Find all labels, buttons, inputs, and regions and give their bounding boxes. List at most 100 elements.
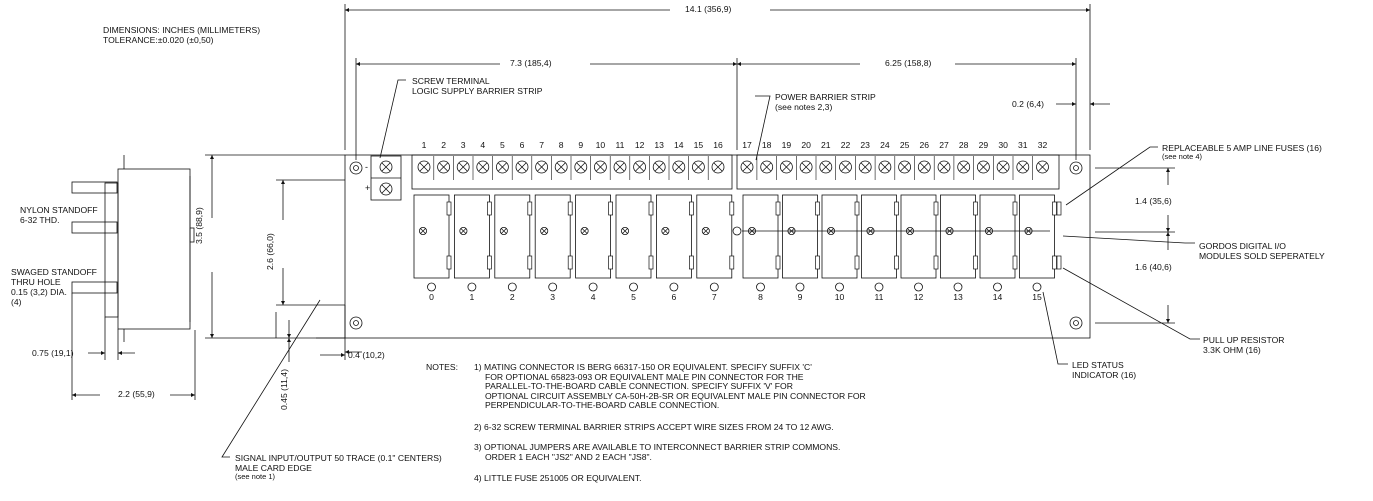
terminal-5: 5 — [492, 140, 509, 180]
callout-signal-1: SIGNAL INPUT/OUTPUT 50 TRACE (0.1" CENTE… — [235, 453, 442, 463]
supply-plus: + — [365, 183, 371, 193]
led-indicator — [548, 282, 558, 292]
terminal-29: 29 — [973, 140, 990, 180]
terminal-number: 29 — [979, 140, 989, 150]
power-connector-pin — [732, 226, 742, 236]
led-indicator — [427, 282, 436, 292]
mounting-hole — [349, 316, 363, 330]
terminal-9: 9 — [570, 140, 588, 180]
callout-power-barrier-1: POWER BARRIER STRIP — [775, 92, 876, 102]
terminal-3: 3 — [453, 140, 470, 180]
led-indicator — [993, 282, 1002, 292]
terminal-16: 16 — [707, 140, 725, 180]
terminal-number: 25 — [900, 140, 910, 150]
terminal-number: 7 — [539, 140, 544, 150]
module-number: 15 — [1032, 292, 1042, 302]
note-1-line: 1) MATING CONNECTOR IS BERG 66317-150 OR… — [474, 362, 812, 372]
terminal-10: 10 — [590, 140, 607, 180]
callout-screw-terminal-1: SCREW TERMINAL — [412, 76, 490, 86]
terminal-11: 11 — [609, 140, 627, 180]
callout-swaged-2: THRU HOLE — [11, 277, 61, 287]
led-indicator — [709, 282, 719, 292]
terminal-23: 23 — [855, 140, 872, 180]
io-module-6: 6 — [656, 194, 694, 302]
note-1-line: FOR OPTIONAL 65823-093 OR EQUIVALENT MAL… — [485, 371, 804, 382]
led-indicator — [795, 282, 805, 292]
terminal-2: 2 — [433, 140, 451, 180]
module-number: 7 — [712, 292, 717, 302]
led-indicator — [629, 282, 638, 292]
led-indicator — [467, 282, 477, 292]
terminal-20: 20 — [795, 140, 813, 180]
module-number: 10 — [835, 292, 845, 302]
terminal-number: 18 — [762, 140, 772, 150]
callout-pullup-1: PULL UP RESISTOR — [1203, 335, 1285, 345]
note-3-line: 3) OPTIONAL JUMPERS ARE AVAILABLE TO INT… — [474, 442, 841, 452]
terminal-30: 30 — [992, 140, 1010, 180]
module-number: 4 — [591, 292, 596, 302]
terminal-number: 12 — [635, 140, 645, 150]
io-module-11: 11 — [861, 194, 899, 302]
led-indicator — [914, 282, 923, 292]
terminal-number: 5 — [500, 140, 505, 150]
terminal-24: 24 — [874, 140, 892, 180]
dim-lower-right: 1.6 (40,6) — [1135, 262, 1172, 272]
mounting-hole — [1069, 316, 1083, 330]
callout-swaged-3: 0.15 (3,2) DIA. — [11, 287, 67, 297]
terminal-number: 19 — [782, 140, 792, 150]
dim-standoff-height: 0.75 (19,1) — [32, 348, 74, 358]
logic-supply-barrier-strip — [370, 155, 402, 201]
callout-line-fuses-1: REPLACEABLE 5 AMP LINE FUSES (16) — [1162, 143, 1322, 153]
terminal-number: 31 — [1018, 140, 1028, 150]
callout-nylon-2: 6-32 THD. — [20, 215, 60, 225]
terminal-14: 14 — [668, 140, 686, 180]
module-number: 1 — [470, 292, 475, 302]
terminal-number: 24 — [880, 140, 890, 150]
line-fuse — [1056, 201, 1062, 216]
terminal-32: 32 — [1032, 140, 1049, 180]
notes-heading: NOTES: — [426, 362, 458, 372]
terminal-number: 4 — [480, 140, 485, 150]
callout-line-fuses-2: (see note 4) — [1162, 152, 1203, 161]
side-view — [71, 155, 195, 342]
terminal-number: 32 — [1038, 140, 1048, 150]
dim-upper-right: 1.4 (35,6) — [1135, 196, 1172, 206]
io-module-13: 13 — [940, 194, 978, 302]
terminal-number: 27 — [939, 140, 949, 150]
callout-screw-terminal-2: LOGIC SUPPLY BARRIER STRIP — [412, 86, 543, 96]
terminal-6: 6 — [511, 140, 529, 180]
terminal-number: 26 — [920, 140, 930, 150]
terminal-number: 28 — [959, 140, 969, 150]
terminal-number: 11 — [616, 140, 625, 150]
terminal-number: 6 — [520, 140, 525, 150]
terminal-15: 15 — [688, 140, 705, 180]
io-module-1: 1 — [453, 194, 492, 302]
terminal-number: 1 — [422, 140, 427, 150]
terminal-4: 4 — [472, 140, 490, 180]
module-number: 2 — [510, 292, 515, 302]
module-number: 12 — [914, 292, 924, 302]
module-number: 3 — [550, 292, 555, 302]
dim-right-span: 6.25 (158,8) — [885, 58, 932, 68]
io-module-7: 7 — [696, 194, 735, 302]
callout-gordos-2: MODULES SOLD SEPERATELY — [1199, 251, 1325, 261]
module-number: 13 — [953, 292, 963, 302]
terminal-17: 17 — [740, 140, 754, 174]
board-outline — [344, 154, 1091, 339]
terminal-number: 13 — [654, 140, 664, 150]
note-3-line: ORDER 1 EACH "JS2" AND 2 EACH "JS8". — [485, 451, 652, 462]
module-number: 0 — [429, 292, 434, 302]
module-number: 11 — [875, 292, 884, 302]
module-number: 8 — [758, 292, 763, 302]
terminal-27: 27 — [933, 140, 951, 180]
module-number: 6 — [672, 292, 677, 302]
led-indicator — [756, 282, 765, 292]
pull-up-resistor — [1056, 255, 1062, 270]
dim-overall-height: 3.5 (88,9) — [194, 207, 204, 244]
led-indicator — [669, 282, 679, 292]
terminal-number: 16 — [713, 140, 723, 150]
barrier-strip-right — [736, 154, 1060, 190]
io-module-10: 10 — [821, 194, 860, 302]
